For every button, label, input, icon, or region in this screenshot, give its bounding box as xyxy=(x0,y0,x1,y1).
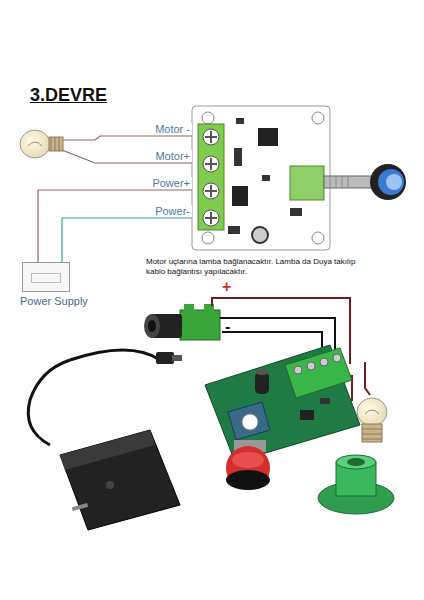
power-supply-box xyxy=(22,262,70,292)
pwm-board-top xyxy=(192,106,406,250)
polarity-minus: - xyxy=(225,318,230,336)
power-adapter xyxy=(28,350,182,530)
polarity-plus: + xyxy=(222,278,231,296)
power-supply-label: Power Supply xyxy=(20,295,94,307)
battery-mark xyxy=(31,273,61,283)
terminal-label: Motor+ xyxy=(153,150,192,162)
lamp-and-socket xyxy=(318,398,394,514)
lamp-top xyxy=(20,130,63,158)
terminal-label: Power+ xyxy=(150,177,192,189)
note-text: Motor uçlarına lamba bağlanacaktır. Lamb… xyxy=(146,257,361,277)
terminal-label: Power- xyxy=(153,205,192,217)
terminal-label: Motor - xyxy=(153,123,192,135)
dc-jack xyxy=(144,304,220,340)
power-supply-node: Power Supply xyxy=(20,262,94,307)
diagram-title: 3.DEVRE xyxy=(30,85,107,106)
